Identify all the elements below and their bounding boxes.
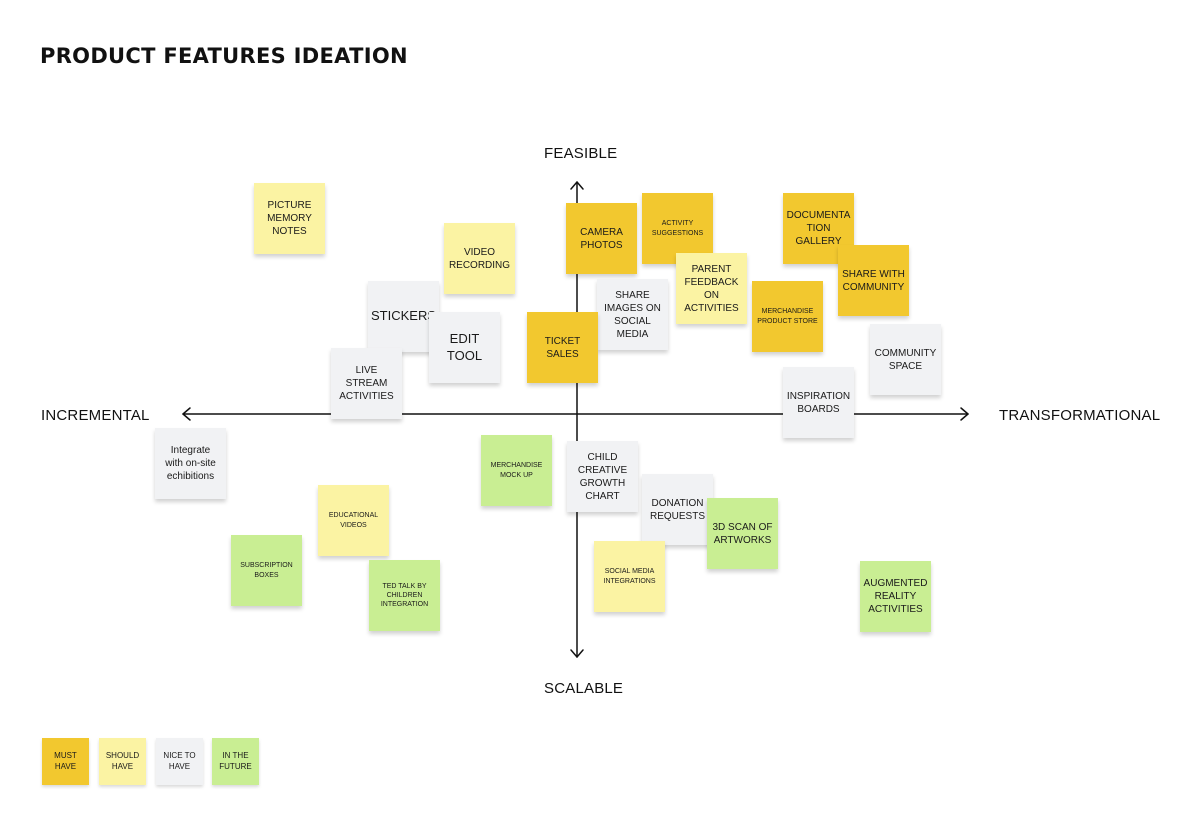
sticky-note-social-media-integrations[interactable]: SOCIAL MEDIA INTEGRATIONS	[594, 541, 665, 612]
legend-nice-to-have: NICE TO HAVE	[156, 738, 203, 785]
axis-label-scalable: SCALABLE	[544, 680, 624, 697]
sticky-note-stickers[interactable]: STICKERS	[368, 281, 439, 352]
sticky-note-subscription-boxes[interactable]: SUBSCRIPTION BOXES	[231, 535, 302, 606]
axis-label-feasible: FEASIBLE	[544, 145, 618, 162]
sticky-note-inspiration-boards[interactable]: INSPIRATION BOARDS	[783, 367, 854, 438]
sticky-note-merchandise-product-store[interactable]: MERCHANDISE PRODUCT STORE	[752, 281, 823, 352]
sticky-note-share-with-community[interactable]: SHARE WITH COMMUNITY	[838, 245, 909, 316]
sticky-note-3d-scan-of-artworks[interactable]: 3D SCAN OF ARTWORKS	[707, 498, 778, 569]
sticky-note-ticket-sales[interactable]: TICKET SALES	[527, 312, 598, 383]
axis-label-transformational: TRANSFORMATIONAL	[999, 407, 1161, 424]
sticky-note-parent-feedback[interactable]: PARENT FEEDBACK ON ACTIVITIES	[676, 253, 747, 324]
page-title: PRODUCT FEATURES IDEATION	[40, 44, 408, 68]
legend-must-have: MUST HAVE	[42, 738, 89, 785]
sticky-note-edit-tool[interactable]: EDIT TOOL	[429, 312, 500, 383]
arrow-up-icon	[570, 181, 584, 190]
sticky-note-live-stream-activities[interactable]: LIVE STREAM ACTIVITIES	[331, 348, 402, 419]
axis-label-incremental: INCREMENTAL	[41, 407, 150, 424]
legend-should-have: SHOULD HAVE	[99, 738, 146, 785]
sticky-note-camera-photos[interactable]: CAMERA PHOTOS	[566, 203, 637, 274]
sticky-note-community-space[interactable]: COMMUNITY SPACE	[870, 324, 941, 395]
sticky-note-donation-requests[interactable]: DONATION REQUESTS	[642, 474, 713, 545]
legend-in-the-future: IN THE FUTURE	[212, 738, 259, 785]
sticky-note-activity-suggestions[interactable]: ACTIVITY SUGGESTIONS	[642, 193, 713, 264]
sticky-note-child-creative-growth-chart[interactable]: CHILD CREATIVE GROWTH CHART	[567, 441, 638, 512]
sticky-note-educational-videos[interactable]: EDUCATIONAL VIDEOS	[318, 485, 389, 556]
sticky-note-integrate-on-site-exhibitions[interactable]: Integrate with on-site echibitions	[155, 428, 226, 499]
arrow-left-icon	[182, 407, 191, 421]
sticky-note-share-images-social-media[interactable]: SHARE IMAGES ON SOCIAL MEDIA	[597, 279, 668, 350]
sticky-note-merchandise-mock-up[interactable]: MERCHANDISE MOCK UP	[481, 435, 552, 506]
arrow-right-icon	[960, 407, 969, 421]
sticky-note-picture-memory-notes[interactable]: PICTURE MEMORY NOTES	[254, 183, 325, 254]
sticky-note-video-recording[interactable]: VIDEO RECORDING	[444, 223, 515, 294]
arrow-down-icon	[570, 649, 584, 658]
sticky-note-augmented-reality-activities[interactable]: AUGMENTED REALITY ACTIVITIES	[860, 561, 931, 632]
sticky-note-ted-talk-by-children[interactable]: TED TALK BY CHILDREN INTEGRATION	[369, 560, 440, 631]
